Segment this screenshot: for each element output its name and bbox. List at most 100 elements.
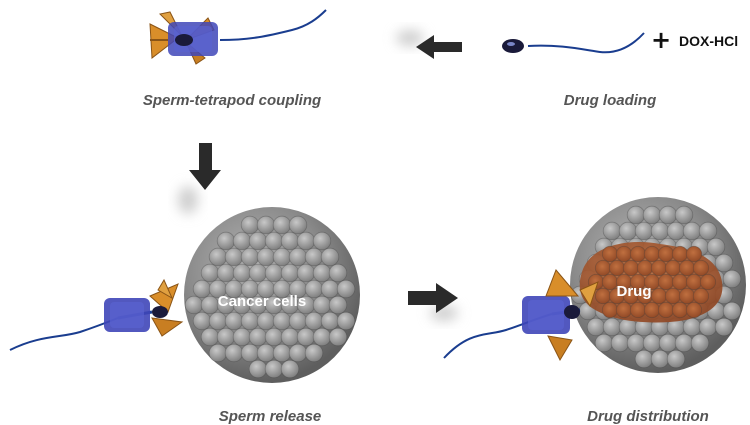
cell-bump: [615, 301, 633, 319]
cell-bump: [650, 349, 670, 369]
coupled-sperm-tetrapod: [149, 9, 327, 65]
cell-bump: [200, 295, 220, 315]
cell-bump: [296, 231, 316, 251]
arrow-loading-to-coupling: [396, 30, 462, 59]
cell-bump: [336, 279, 356, 299]
cell-bump: [272, 247, 292, 267]
cell-bump: [678, 287, 696, 305]
cell-bump: [280, 263, 300, 283]
cell-bump: [678, 259, 696, 277]
cell-bump: [642, 333, 662, 353]
cell-bump: [320, 247, 340, 267]
cell-bump: [629, 301, 647, 319]
cell-bump: [643, 245, 661, 263]
cell-bump: [698, 317, 718, 337]
cell-bump: [714, 253, 734, 273]
cell-bump: [336, 311, 356, 331]
cell-bump: [615, 245, 633, 263]
cell-bump: [622, 259, 640, 277]
cell-bump: [272, 311, 292, 331]
cell-bump: [272, 215, 292, 235]
cell-bump: [224, 343, 244, 363]
cell-bump: [232, 263, 252, 283]
cell-bump: [610, 333, 630, 353]
cell-bump: [685, 245, 703, 263]
cell-bump: [629, 245, 647, 263]
cell-bump: [722, 269, 742, 289]
cell-bump: [232, 231, 252, 251]
cell-bump: [706, 237, 726, 257]
cell-bump: [312, 263, 332, 283]
cell-bump: [586, 317, 606, 337]
cell-bump: [685, 273, 703, 291]
cell-bump: [216, 231, 236, 251]
cell-bump: [722, 301, 742, 321]
cell-bump: [636, 259, 654, 277]
cell-bump: [601, 301, 619, 319]
cancer-cells-label: Cancer cells: [217, 293, 307, 310]
cell-bump: [280, 231, 300, 251]
cell-bump: [312, 231, 332, 251]
cell-bump: [674, 333, 694, 353]
cell-bump: [240, 311, 260, 331]
cell-bump: [699, 273, 717, 291]
cell-bump: [200, 327, 220, 347]
cell-bump: [692, 259, 710, 277]
cell-bump: [192, 279, 212, 299]
cell-bump: [657, 245, 675, 263]
cell-bump: [272, 343, 292, 363]
arrow-release-to-distribution: [408, 283, 458, 321]
cell-bump: [671, 273, 689, 291]
cell-bump: [650, 221, 670, 241]
cell-bump: [248, 327, 268, 347]
cell-bump: [248, 359, 268, 379]
cell-bump: [685, 301, 703, 319]
caption-drug-distribution: Drug distribution: [587, 408, 709, 425]
cell-bump: [601, 245, 619, 263]
cell-bump: [320, 279, 340, 299]
drug-label: Drug: [616, 283, 652, 300]
cell-bump: [714, 317, 734, 337]
cell-bump: [666, 221, 686, 241]
cell-bump: [594, 287, 612, 305]
cell-bump: [240, 215, 260, 235]
cell-bump: [594, 333, 614, 353]
cell-bump: [312, 295, 332, 315]
cell-bump: [248, 231, 268, 251]
cell-bump: [296, 327, 316, 347]
cell-bump: [650, 259, 668, 277]
plus-sign: +: [651, 26, 672, 54]
cancer-cell-bumps: [184, 215, 356, 379]
cell-bump: [643, 301, 661, 319]
cell-bump: [328, 295, 348, 315]
cell-bump: [264, 327, 284, 347]
cell-bump: [674, 205, 694, 225]
cell-bump: [256, 311, 276, 331]
cell-bump: [216, 327, 236, 347]
free-sperm: [502, 32, 645, 54]
cell-bump: [328, 263, 348, 283]
cell-bump: [256, 215, 276, 235]
docked-sperm-tetrapod: [443, 269, 599, 362]
reagent-label: DOX-HCl: [679, 33, 739, 49]
cell-bump: [240, 343, 260, 363]
cell-bump: [304, 343, 324, 363]
cell-bump: [602, 317, 622, 337]
cell-bump: [642, 205, 662, 225]
arrow-coupling-to-release: [178, 143, 221, 214]
cell-bump: [240, 247, 260, 267]
caption-sperm-release: Sperm release: [218, 408, 322, 425]
cell-bump: [208, 311, 228, 331]
cell-bump: [657, 273, 675, 291]
cell-bump: [692, 287, 710, 305]
released-sperm-tetrapod: [9, 278, 184, 351]
cell-bump: [312, 327, 332, 347]
cell-bump: [626, 205, 646, 225]
cell-bump: [671, 301, 689, 319]
cell-bump: [280, 359, 300, 379]
cell-bump: [671, 245, 689, 263]
cell-bump: [690, 333, 710, 353]
cell-bump: [192, 311, 212, 331]
cell-bump: [288, 215, 308, 235]
cell-bump: [666, 349, 686, 369]
